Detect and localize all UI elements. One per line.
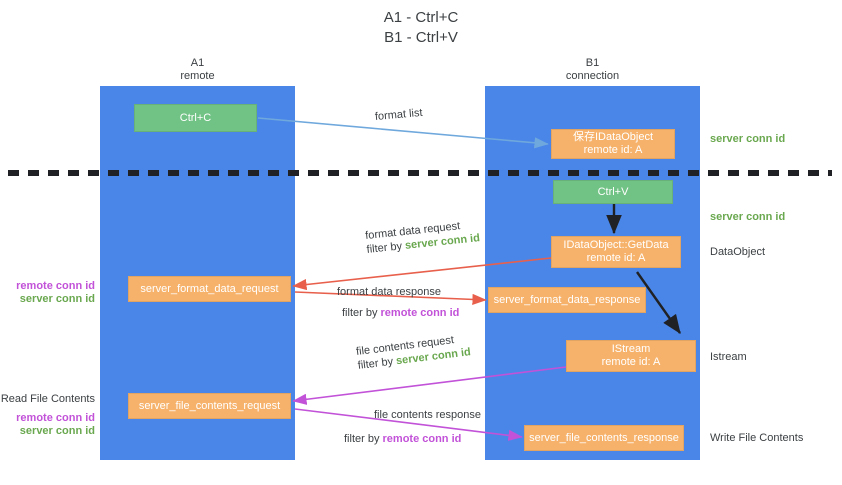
node-ctrl-c[interactable]: Ctrl+C xyxy=(134,104,257,132)
annotation-remote-conn-id-2: remote conn id xyxy=(16,412,95,424)
filter-key-remote-conn-id: remote conn id xyxy=(380,307,460,319)
edge-label-format-data-response-filter: filter by remote conn id xyxy=(342,306,459,320)
node-ctrl-v[interactable]: Ctrl+V xyxy=(553,180,673,204)
edge-label-format-list: format list xyxy=(374,106,423,124)
node-server-format-data-request[interactable]: server_format_data_request xyxy=(128,276,291,302)
node-server-file-contents-request-line1: server_file_contents_request xyxy=(138,399,281,412)
edge-label-file-contents-response-text: file contents response xyxy=(374,409,482,421)
node-server-format-data-request-line1: server_format_data_request xyxy=(140,282,279,295)
edge-label-format-data-request: format data request filter by server con… xyxy=(365,217,481,257)
annotation-istream: Istream xyxy=(710,351,747,363)
title-line-1: A1 - Ctrl+C xyxy=(383,9,459,26)
lane-b1-role: connection xyxy=(565,70,620,82)
lane-header-b1: B1 connection xyxy=(535,57,650,83)
edge-label-file-contents-response-filter: filter by remote conn id xyxy=(344,432,481,446)
annotation-remote-conn-id-1: remote conn id xyxy=(16,280,95,292)
node-idataobject-getdata[interactable]: IDataObject::GetData remote id: A xyxy=(551,236,681,268)
node-istream-line2: remote id: A xyxy=(601,356,661,368)
node-save-idataobject[interactable]: 保存IDataObject remote id: A xyxy=(551,129,675,159)
lane-b1-name: B1 xyxy=(585,57,600,69)
edge-label-file-contents-response: file contents response filter by remote … xyxy=(344,408,481,446)
node-server-file-contents-request[interactable]: server_file_contents_request xyxy=(128,393,291,419)
edge-label-file-contents-request: file contents request filter by server c… xyxy=(355,331,471,373)
annotation-write-file-contents: Write File Contents xyxy=(710,432,804,444)
node-server-format-data-response[interactable]: server_format_data_response xyxy=(488,287,646,313)
annotation-read-file-contents: Read File Contents xyxy=(0,393,95,405)
node-ctrl-v-line1: Ctrl+V xyxy=(597,185,629,198)
edge-label-format-data-response-text: format data response xyxy=(337,286,441,298)
annotation-dataobject: DataObject xyxy=(710,246,766,258)
lane-header-a1: A1 remote xyxy=(140,57,255,83)
annotation-server-conn-id-top: server conn id xyxy=(710,133,786,145)
filter-key-remote-conn-id: remote conn id xyxy=(382,433,462,445)
annotation-server-conn-id-second: server conn id xyxy=(710,211,786,223)
title-line-2: B1 - Ctrl+V xyxy=(384,29,458,46)
node-server-file-contents-response-line1: server_file_contents_response xyxy=(529,431,679,444)
filter-prefix: filter by xyxy=(366,239,406,256)
lane-a1-role: remote xyxy=(180,70,215,82)
edge-label-format-data-response: format data response filter by remote co… xyxy=(337,285,459,320)
node-idataobject-getdata-line2: remote id: A xyxy=(586,252,646,264)
annotation-server-conn-id-1: server conn id xyxy=(19,293,95,305)
lane-a1-name: A1 xyxy=(190,57,205,69)
node-istream[interactable]: IStream remote id: A xyxy=(566,340,696,372)
node-idataobject-getdata-line1: IDataObject::GetData xyxy=(563,239,669,251)
annotation-server-conn-id-2: server conn id xyxy=(19,425,95,437)
node-server-format-data-response-line1: server_format_data_response xyxy=(493,293,641,306)
node-save-idataobject-line2: remote id: A xyxy=(583,144,643,156)
node-save-idataobject-line1: 保存IDataObject xyxy=(572,131,654,143)
diagram-title: A1 - Ctrl+C B1 - Ctrl+V xyxy=(0,8,842,48)
filter-prefix: filter by xyxy=(344,433,383,445)
filter-prefix: filter by xyxy=(357,355,397,372)
node-server-file-contents-response[interactable]: server_file_contents_response xyxy=(524,425,684,451)
node-istream-line1: IStream xyxy=(611,343,651,355)
node-ctrl-c-line1: Ctrl+C xyxy=(179,111,212,124)
edge-label-format-list-text: format list xyxy=(374,106,424,123)
filter-prefix: filter by xyxy=(342,307,381,319)
